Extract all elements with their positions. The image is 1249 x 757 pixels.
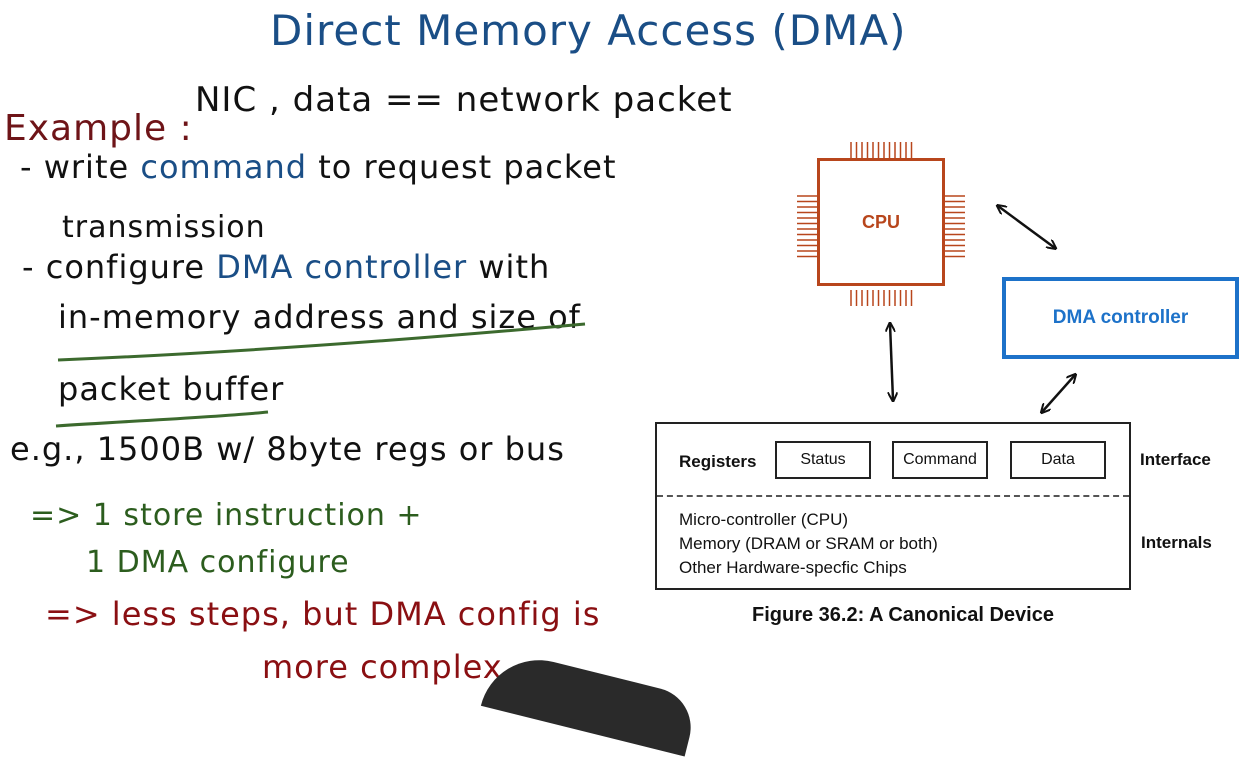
canonical-device: Registers Status Command Data Micro-cont… xyxy=(655,422,1131,590)
internal-hardware-chips: Other Hardware-specfic Chips xyxy=(679,558,907,577)
arrow-dma-device xyxy=(1042,375,1075,412)
bullet1-suffix: to request packet xyxy=(307,148,617,186)
example-calculation: e.g., 1500B w/ 8byte regs or bus xyxy=(10,430,565,468)
bullet2-prefix: - configure xyxy=(22,248,217,286)
conclusion-line1: => less steps, but DMA config is xyxy=(45,595,601,633)
diagram-arrows xyxy=(0,0,1249,717)
example-text: NIC , data == network packet xyxy=(195,80,733,120)
result-store-instruction: => 1 store instruction + xyxy=(30,498,423,533)
cpu-pins xyxy=(797,142,965,306)
interface-divider xyxy=(657,495,1129,497)
dma-controller-box: DMA controller xyxy=(1002,277,1239,359)
bullet2-line2: in-memory address and size of xyxy=(58,298,581,336)
internals-label: Internals xyxy=(1141,533,1212,552)
register-data: Data xyxy=(1010,441,1106,479)
registers-label: Registers xyxy=(679,452,757,471)
lecture-title: Direct Memory Access (DMA) xyxy=(270,6,907,55)
bullet-write-command: - write command to request packet xyxy=(20,148,616,186)
bullet1-prefix: - write xyxy=(20,148,141,186)
bullet2-suffix: with xyxy=(467,248,551,286)
bullet-configure-dma: - configure DMA controller with xyxy=(22,248,550,286)
result-dma-configure: 1 DMA configure xyxy=(86,545,350,580)
register-status: Status xyxy=(775,441,871,479)
green-underlines xyxy=(55,322,586,428)
internal-memory: Memory (DRAM or SRAM or both) xyxy=(679,534,938,553)
bullet1-continuation: transmission xyxy=(62,210,266,245)
figure-caption: Figure 36.2: A Canonical Device xyxy=(752,604,1054,626)
arrow-cpu-device xyxy=(890,324,893,400)
bullet2-line3: packet buffer xyxy=(58,370,285,408)
internal-microcontroller: Micro-controller (CPU) xyxy=(679,510,849,529)
arrow-cpu-dma xyxy=(998,206,1055,248)
example-label: Example : xyxy=(4,108,193,149)
interface-label: Interface xyxy=(1140,450,1211,469)
underline-2 xyxy=(55,410,269,428)
bullet2-keyword: DMA controller xyxy=(216,248,468,286)
register-command: Command xyxy=(892,441,988,479)
underline-1 xyxy=(57,322,586,362)
conclusion-line2: more complex xyxy=(262,648,503,686)
cpu-label: CPU xyxy=(861,211,900,232)
bullet1-keyword: command xyxy=(140,148,308,186)
cpu-chip: CPU xyxy=(817,158,945,286)
dma-controller-label: DMA controller xyxy=(1052,307,1189,328)
